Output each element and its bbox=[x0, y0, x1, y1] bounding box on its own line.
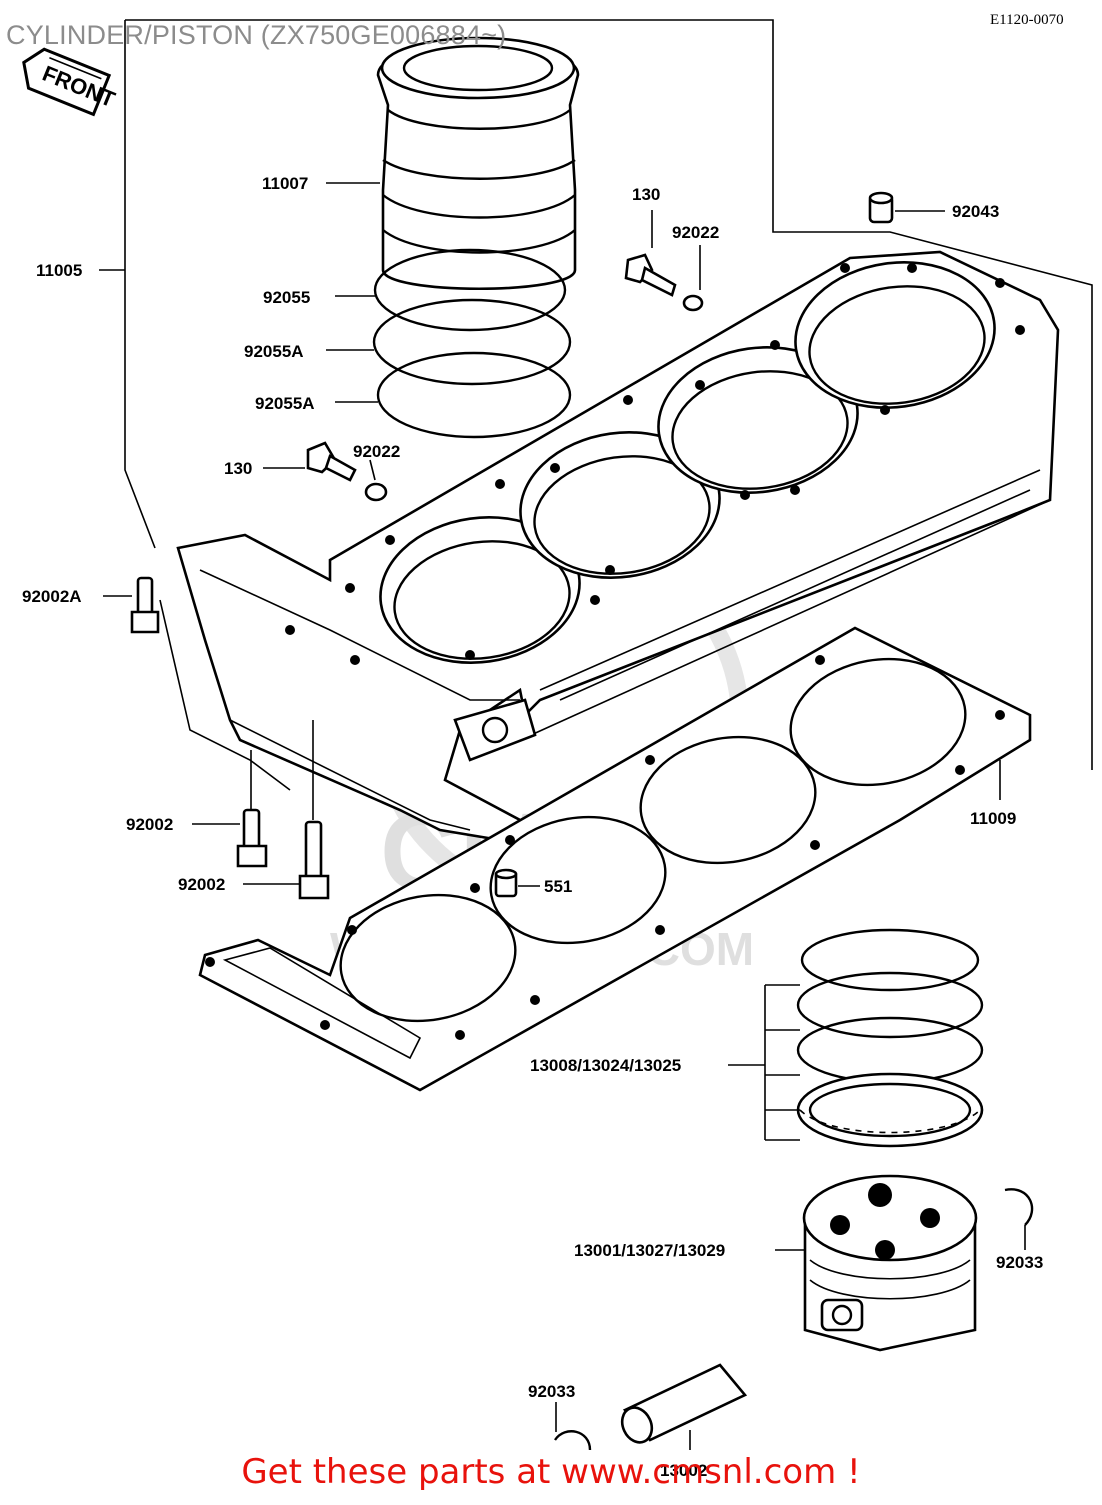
callout-92033-right: 92033 bbox=[996, 1253, 1043, 1272]
drawing-code: E1120-0070 bbox=[990, 12, 1064, 28]
bracket-line-top bbox=[125, 19, 1093, 770]
piston-ring-set-part bbox=[796, 928, 984, 1148]
cylinder-block-part bbox=[176, 250, 1060, 842]
ring-set-bracket bbox=[764, 984, 800, 1141]
callout-92055A-1: 92055A bbox=[244, 342, 304, 361]
callout-13001-13027-13029: 13001/13027/13029 bbox=[574, 1241, 725, 1260]
rings-upper-part bbox=[372, 248, 572, 439]
front-arrow-icon: FRONT bbox=[22, 47, 119, 117]
callout-92055A-2: 92055A bbox=[255, 394, 315, 413]
callout-92043: 92043 bbox=[952, 202, 999, 221]
bolt-130-mid-part bbox=[306, 441, 388, 502]
piston-part bbox=[802, 1174, 978, 1352]
stud-92002-1-part bbox=[236, 808, 268, 868]
leader-lines bbox=[99, 182, 1026, 1450]
dowel-551-part bbox=[494, 868, 518, 898]
piston-pin-part bbox=[620, 1363, 748, 1444]
callout-130-mid: 130 bbox=[224, 459, 252, 478]
callout-92055: 92055 bbox=[263, 288, 310, 307]
diagram-title: CYLINDER/PISTON (ZX750GE006884~) bbox=[6, 20, 507, 50]
callout-551: 551 bbox=[544, 877, 572, 896]
callout-130-top: 130 bbox=[632, 185, 660, 204]
stud-92002A-part bbox=[130, 576, 160, 634]
clip-92033-right-part bbox=[1004, 1188, 1034, 1226]
callout-92002A: 92002A bbox=[22, 587, 82, 606]
callout-13002: 13002 bbox=[660, 1461, 707, 1480]
callout-92033-left: 92033 bbox=[528, 1382, 575, 1401]
callout-92002-1: 92002 bbox=[126, 815, 173, 834]
callout-92022-top: 92022 bbox=[672, 223, 719, 242]
callout-11005: 11005 bbox=[36, 261, 82, 280]
head-gasket-part bbox=[198, 626, 1032, 1092]
stud-92002-2-part bbox=[298, 820, 330, 900]
gasket-holes bbox=[205, 655, 1005, 1040]
bolt-130-top-part bbox=[624, 253, 704, 312]
callout-92022-mid: 92022 bbox=[353, 442, 400, 461]
callout-92002-2: 92002 bbox=[178, 875, 225, 894]
dowel-92043-part bbox=[868, 191, 894, 224]
block-bolt-holes bbox=[285, 263, 1025, 665]
callout-11007: 11007 bbox=[262, 174, 308, 193]
callout-13008-13024-13025: 13008/13024/13025 bbox=[530, 1056, 681, 1075]
bracket-line-left bbox=[124, 20, 156, 549]
callout-11009: 11009 bbox=[970, 809, 1016, 828]
cylinder-liner-part bbox=[376, 36, 580, 291]
bracket-line-lower bbox=[159, 599, 291, 791]
clip-92033-left-part bbox=[554, 1430, 592, 1451]
footer-link[interactable]: Get these parts at www.cmsnl.com ! bbox=[241, 1452, 861, 1492]
